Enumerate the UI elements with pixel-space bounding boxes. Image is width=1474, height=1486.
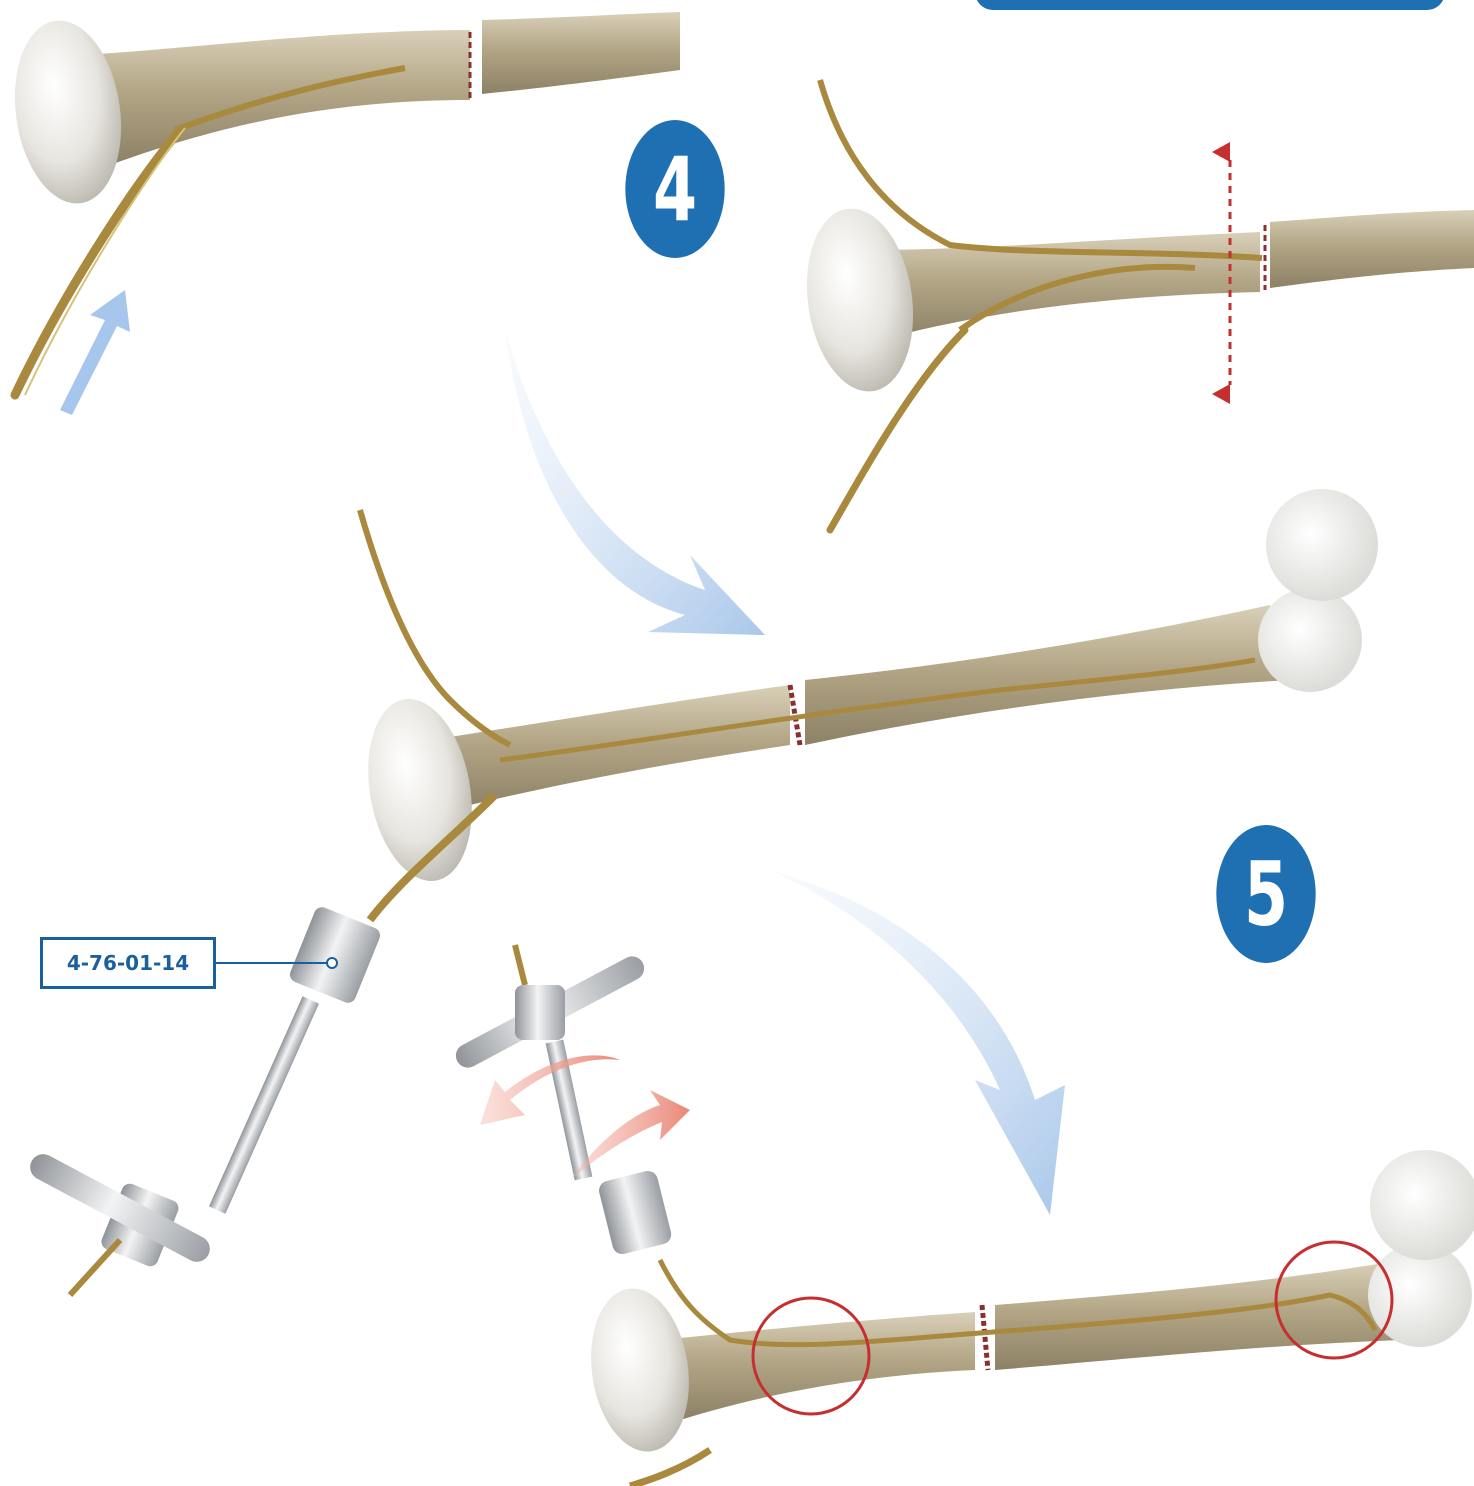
panel-top-right-bone — [796, 80, 1474, 530]
step-4-number: 4 — [653, 138, 697, 241]
part-number-text: 4-76-01-14 — [67, 951, 189, 975]
header-banner-fragment — [975, 0, 1445, 10]
transition-arrow-icon — [770, 870, 1065, 1215]
transition-arrow-icon — [505, 330, 765, 635]
instrument-part-number-label: 4-76-01-14 — [40, 937, 216, 989]
step-5-number: 5 — [1244, 843, 1288, 946]
step-5-badge: 5 — [1216, 825, 1315, 963]
step-4-badge: 4 — [625, 120, 724, 258]
rotating-t-handle-instrument — [452, 945, 674, 1256]
rotation-arrow-icon — [480, 1055, 690, 1180]
panel-bottom-bone — [581, 1150, 1474, 1486]
insertion-arrow-icon — [60, 290, 130, 415]
